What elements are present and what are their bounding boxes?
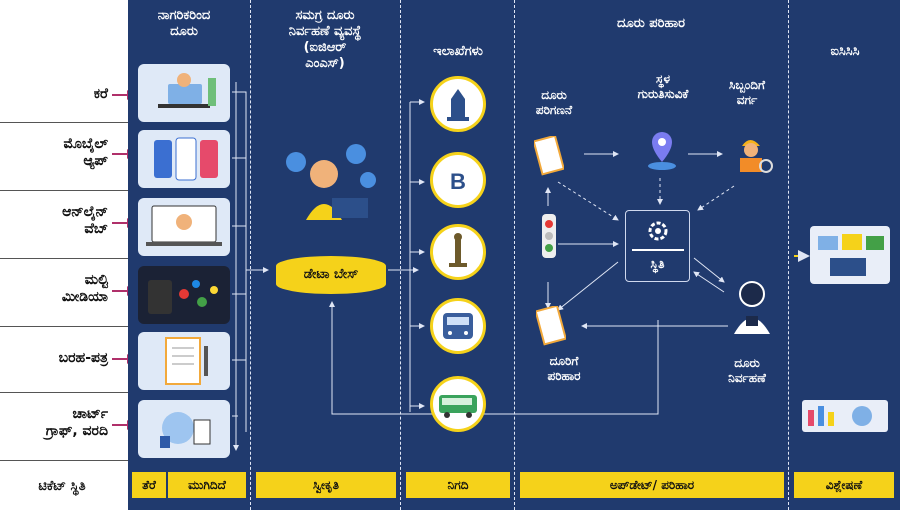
label-line: ಚಾರ್ಟ್ (72, 406, 108, 422)
label-chart: ಚಾರ್ಟ್ ಗ್ರಾಫ್, ವರದಿ (0, 406, 112, 440)
column-divider (250, 0, 251, 510)
bus-icon (430, 376, 486, 432)
dashboard-icon (810, 226, 890, 284)
label-ticket-status: ಟಿಕೆಟ್ ಸ್ಥಿತಿ (38, 479, 86, 494)
worker-icon (730, 130, 776, 176)
label-line: ವೆಬ್ (84, 221, 108, 237)
title-line: ದೂರು (170, 24, 198, 39)
label-line: ಮಲ್ಟಿ (84, 272, 108, 288)
status-update: ಅಪ್‌ಡೇಟ್/ ಪರಿಹಾರ (520, 472, 784, 498)
mobile-app-icon (138, 130, 230, 188)
database: ಡೇಟಾ ಬೇಸ್ (276, 256, 386, 294)
train-icon (430, 298, 486, 354)
status-accepted: ಸ್ವೀಕೃತಿ (256, 472, 396, 498)
column-divider (788, 0, 789, 510)
label-multimedia: ಮಲ್ಟಿ ಮೀಡಿಯಾ (0, 272, 112, 306)
label-letter: ಬರಹ-ಪತ್ರ (58, 350, 108, 366)
document-icon (534, 304, 567, 346)
label-line: ಆನ್‌ಲೈನ್ (62, 204, 108, 220)
label-locate: ಸ್ಥಳ ಗುರುತಿಸುವಿಕೆ (618, 72, 708, 102)
divider (632, 249, 684, 251)
column-title-igrms: ಸಮಗ್ರ ದೂರು ನಿರ್ವಹಣೆ ವ್ಯವಸ್ಥೆ (ಐಜಿಆರ್ ಎಂಎ… (252, 8, 398, 72)
statue-icon (430, 224, 486, 280)
column-title-departments: ಇಲಾಖೆಗಳು (433, 44, 483, 59)
label-call: ಕರೆ (93, 86, 108, 102)
column-title-citizen: ನಾಗರಿಕರಿಂದ ದೂರು (128, 8, 240, 40)
gear-icon (644, 217, 672, 245)
letter-icon (138, 332, 230, 390)
status-analysis: ವಿಶ್ಲೇಷಣೆ (794, 472, 894, 498)
traffic-light-icon (540, 212, 558, 260)
label-line: ಗುರುತಿಸುವಿಕೆ (637, 87, 689, 101)
label-line: ಪರಿಗಣನೆ (535, 103, 573, 117)
flow-board: ನಾಗರಿಕರಿಂದ ದೂರು ಸಮಗ್ರ ದೂರು ನಿರ್ವಹಣೆ ವ್ಯವ… (128, 0, 900, 510)
label-handling: ದೂರು ನಿರ್ವಹಣೆ (712, 356, 782, 386)
label-staff: ಸಿಬ್ಬಂದಿಗೆ ವರ್ಗ (712, 78, 782, 108)
separator (0, 460, 128, 461)
dashboard-icon (802, 400, 888, 432)
separator (0, 326, 128, 327)
title-line: ನಾಗರಿಕರಿಂದ (157, 8, 211, 23)
document-icon (532, 134, 565, 176)
separator (0, 190, 128, 191)
technician-icon (726, 276, 778, 336)
column-divider (400, 0, 401, 510)
label-line: ಸಿಬ್ಬಂದಿಗೆ (729, 78, 765, 92)
title-line: ನಿರ್ವಹಣೆ ವ್ಯವಸ್ಥೆ (288, 24, 362, 39)
label-line: ನಿರ್ವಹಣೆ (728, 371, 766, 385)
bbmp-icon: B (430, 152, 486, 208)
column-title-resolution: ದೂರು ಪರಿಹಾರ (617, 16, 685, 31)
label-line: ದೂರು (734, 356, 760, 370)
label-line: ಮೊಬೈಲ್ (63, 136, 108, 152)
multimedia-icon (138, 266, 230, 324)
label-line: ದೂರಿಗೆ (549, 354, 579, 368)
separator (0, 122, 128, 123)
title-line: ಸಮಗ್ರ ದೂರು (295, 8, 355, 23)
report-icon (138, 400, 230, 458)
label-online-web: ಆನ್‌ಲೈನ್ ವೆಬ್ (0, 204, 112, 238)
svg-text:B: B (450, 169, 466, 194)
label-line: ಪರಿಹಾರ (547, 369, 581, 383)
label-complaint-count: ದೂರು ಪರಿಗಣನೆ (524, 88, 584, 118)
label-resolved: ದೂರಿಗೆ ಪರಿಹಾರ (524, 354, 604, 384)
call-center-icon (138, 64, 230, 122)
label-status: ಸ್ಥಿತಿ (650, 257, 665, 271)
status-closed: ಮುಗಿದಿದೆ (168, 472, 246, 498)
agent-icon (278, 140, 382, 224)
column-divider (514, 0, 515, 510)
column-title-icccc: ಐಸಿಸಿಸಿ (830, 44, 860, 59)
status-panel: ಸ್ಥಿತಿ (625, 210, 690, 282)
title-line: ಎಂಎಸ್) (305, 56, 345, 71)
location-pin-icon (644, 128, 680, 172)
label-line: ಗ್ರಾಫ್, ವರದಿ (45, 423, 108, 439)
web-icon (138, 198, 230, 256)
title-line: (ಐಜಿಆರ್ (303, 40, 347, 55)
label-mobile-app: ಮೊಬೈಲ್ ಆ್ಯಪ್ (0, 136, 112, 170)
separator (0, 258, 128, 259)
label-line: ಮೀಡಿಯಾ (61, 289, 108, 305)
status-open: ತೆರೆ (132, 472, 166, 498)
label-line: ಆ್ಯಪ್ (83, 153, 108, 169)
label-line: ವರ್ಗ (736, 93, 758, 107)
separator (0, 392, 128, 393)
label-line: ದೂರು (541, 88, 567, 102)
emblem-icon (430, 76, 486, 132)
label-line: ಸ್ಥಳ (655, 72, 671, 86)
status-assigned: ನಿಗದಿ (406, 472, 510, 498)
